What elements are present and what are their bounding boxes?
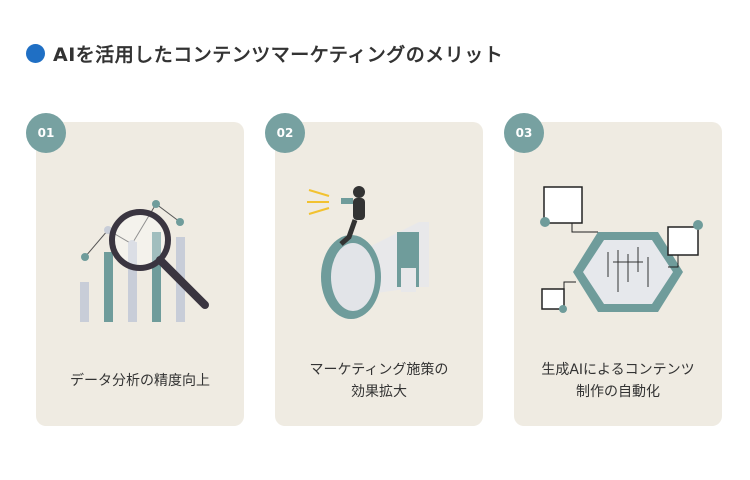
card-caption: データ分析の精度向上 bbox=[70, 373, 210, 389]
card-marketing: マーケティング施策の 効果拡大 bbox=[275, 122, 483, 426]
title-bullet-icon bbox=[26, 44, 45, 63]
circuit-hexagon-icon bbox=[540, 186, 703, 313]
card-number-badge: 03 bbox=[504, 113, 544, 153]
magnifier-chart-icon bbox=[80, 200, 209, 322]
card-number-badge: 02 bbox=[265, 113, 305, 153]
card-caption: マーケティング施策の 効果拡大 bbox=[309, 362, 449, 400]
page-title: AIを活用したコンテンツマーケティングのメリット bbox=[26, 40, 503, 67]
card-data-analysis: データ分析の精度向上 bbox=[36, 122, 244, 426]
card-number-badge: 01 bbox=[26, 113, 66, 153]
card-caption: 生成AIによるコンテンツ 制作の自動化 bbox=[541, 362, 695, 400]
card-automation: 生成AIによるコンテンツ 制作の自動化 bbox=[514, 122, 722, 426]
title-text: AIを活用したコンテンツマーケティングのメリット bbox=[53, 44, 504, 66]
megaphone-icon bbox=[307, 186, 429, 319]
